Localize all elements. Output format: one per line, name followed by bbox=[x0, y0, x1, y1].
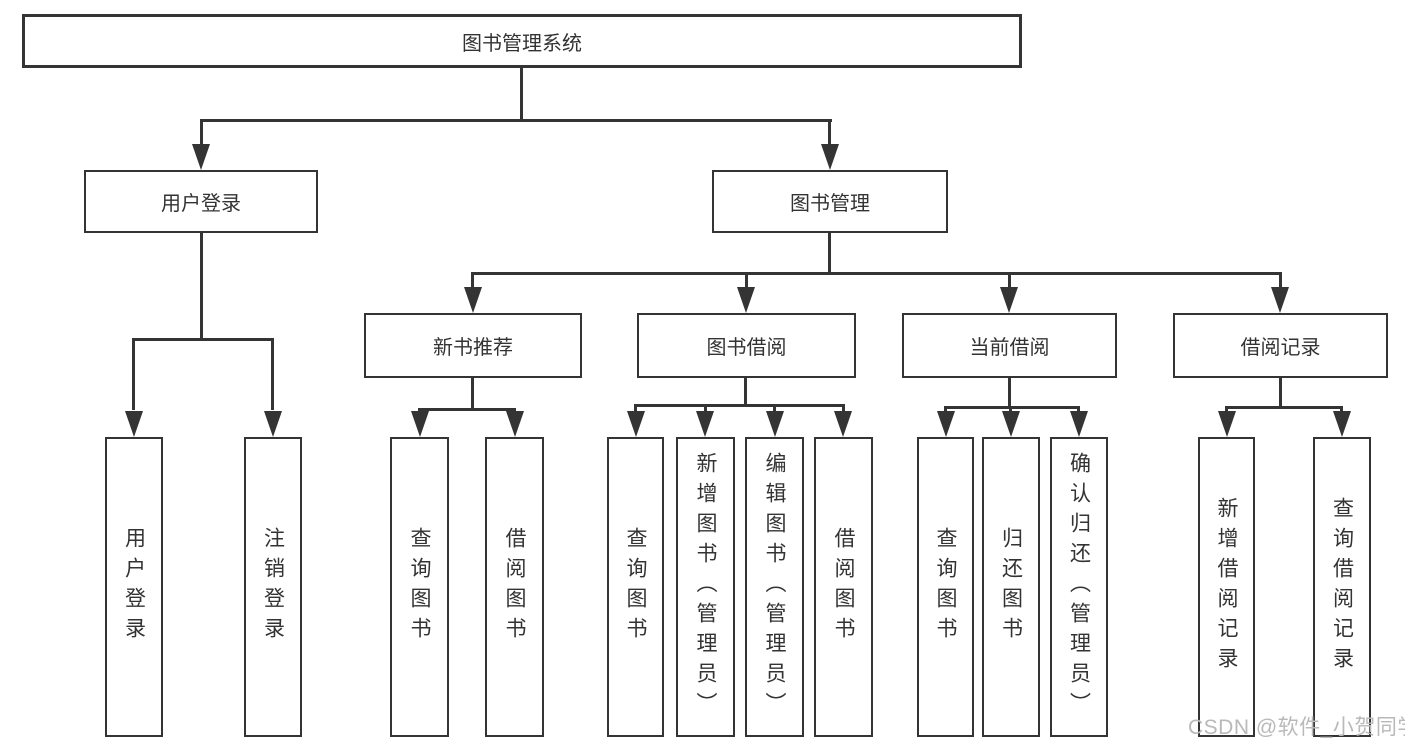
leaf-user-login-label: 用户登录 bbox=[122, 527, 146, 647]
arrow-down-icon bbox=[821, 144, 839, 170]
arrow-down-icon bbox=[192, 144, 210, 170]
connector-root-drop-mgmt bbox=[828, 119, 831, 149]
node-user-login: 用户登录 bbox=[84, 170, 318, 233]
leaf-record-add: 新增借阅记录 bbox=[1198, 437, 1255, 737]
connector-root-stem bbox=[520, 68, 523, 119]
connector-borrow-drop-4 bbox=[842, 404, 845, 416]
leaf-newbook-query-label: 查询图书 bbox=[408, 527, 431, 647]
leaf-newbook-query: 查询图书 bbox=[390, 437, 449, 737]
node-new-book-recommend: 新书推荐 bbox=[364, 313, 582, 378]
leaf-borrow-add-admin-label: 新增图书（管理员） bbox=[694, 452, 717, 722]
connector-borrow-drop-2 bbox=[704, 404, 707, 416]
arrow-down-icon bbox=[627, 411, 645, 437]
leaf-logout: 注销登录 bbox=[244, 437, 302, 737]
node-book-borrow: 图书借阅 bbox=[637, 313, 856, 378]
arrow-down-icon bbox=[1070, 411, 1088, 437]
node-book-mgmt: 图书管理 bbox=[712, 170, 948, 233]
connector-login-drop-1 bbox=[132, 338, 135, 410]
connector-newbook-stem bbox=[471, 378, 474, 408]
node-library-system: 图书管理系统 bbox=[22, 14, 1022, 68]
connector-login-hbar bbox=[132, 338, 274, 341]
leaf-newbook-borrow: 借阅图书 bbox=[485, 437, 544, 737]
arrow-down-icon bbox=[834, 411, 852, 437]
connector-record-stem bbox=[1279, 378, 1282, 406]
connector-mgmt-drop-borrow bbox=[745, 272, 748, 290]
connector-mgmt-hbar bbox=[471, 272, 1282, 275]
connector-borrow-drop-1 bbox=[634, 404, 637, 416]
arrow-down-icon bbox=[1271, 287, 1289, 313]
leaf-current-query-label: 查询图书 bbox=[934, 527, 957, 647]
leaf-current-return: 归还图书 bbox=[982, 437, 1040, 737]
leaf-borrow-add-admin: 新增图书（管理员） bbox=[676, 437, 735, 737]
node-current-borrow-label: 当前借阅 bbox=[969, 337, 1050, 359]
connector-mgmt-drop-newbook bbox=[471, 272, 474, 290]
leaf-current-confirm-admin: 确认归还（管理员） bbox=[1050, 437, 1108, 737]
node-borrow-record-label: 借阅记录 bbox=[1240, 337, 1321, 359]
node-user-login-label: 用户登录 bbox=[161, 193, 241, 215]
node-current-borrow: 当前借阅 bbox=[902, 313, 1117, 378]
connector-record-hbar bbox=[1225, 406, 1343, 409]
leaf-borrow-edit-admin: 编辑图书（管理员） bbox=[745, 437, 804, 737]
node-borrow-record: 借阅记录 bbox=[1173, 313, 1388, 378]
connector-root-hbar bbox=[200, 119, 832, 122]
leaf-borrow-query: 查询图书 bbox=[607, 437, 664, 737]
leaf-borrow-edit-admin-label: 编辑图书（管理员） bbox=[763, 452, 786, 722]
connector-login-drop-2 bbox=[271, 338, 274, 410]
arrow-down-icon bbox=[506, 411, 524, 437]
connector-mgmt-drop-record bbox=[1279, 272, 1282, 290]
node-book-mgmt-label: 图书管理 bbox=[790, 193, 870, 215]
arrow-down-icon bbox=[1218, 411, 1236, 437]
arrow-down-icon bbox=[766, 411, 784, 437]
leaf-record-query-label: 查询借阅记录 bbox=[1330, 497, 1354, 677]
node-new-book-recommend-label: 新书推荐 bbox=[433, 337, 513, 359]
connector-current-stem bbox=[1008, 378, 1011, 406]
leaf-logout-label: 注销登录 bbox=[261, 527, 285, 647]
leaf-record-add-label: 新增借阅记录 bbox=[1215, 497, 1238, 677]
leaf-borrow-book: 借阅图书 bbox=[814, 437, 873, 737]
leaf-current-return-label: 归还图书 bbox=[999, 527, 1023, 647]
connector-borrow-stem bbox=[744, 378, 747, 404]
leaf-current-confirm-admin-label: 确认归还（管理员） bbox=[1067, 452, 1091, 722]
connector-root-drop-login bbox=[200, 119, 203, 149]
connector-current-hbar bbox=[944, 406, 1080, 409]
arrow-down-icon bbox=[264, 411, 282, 437]
arrow-down-icon bbox=[1000, 287, 1018, 313]
leaf-record-query: 查询借阅记录 bbox=[1313, 437, 1371, 737]
arrow-down-icon bbox=[1333, 411, 1351, 437]
leaf-borrow-query-label: 查询图书 bbox=[624, 527, 647, 647]
leaf-current-query: 查询图书 bbox=[917, 437, 974, 737]
node-book-borrow-label: 图书借阅 bbox=[706, 337, 787, 359]
leaf-newbook-borrow-label: 借阅图书 bbox=[503, 527, 526, 647]
connector-mgmt-drop-current bbox=[1008, 272, 1011, 290]
arrow-down-icon bbox=[696, 411, 714, 437]
arrow-down-icon bbox=[125, 411, 143, 437]
watermark: CSDN @软件_小贺同学 bbox=[1188, 716, 1405, 739]
connector-mgmt-stem bbox=[828, 233, 831, 272]
leaf-user-login: 用户登录 bbox=[105, 437, 163, 737]
arrow-down-icon bbox=[737, 287, 755, 313]
connector-newbook-hbar bbox=[418, 408, 516, 411]
arrow-down-icon bbox=[464, 287, 482, 313]
leaf-borrow-book-label: 借阅图书 bbox=[832, 527, 855, 647]
connector-borrow-drop-3 bbox=[773, 404, 776, 416]
connector-borrow-hbar bbox=[634, 404, 845, 407]
arrow-down-icon bbox=[937, 411, 955, 437]
connector-login-stem bbox=[200, 233, 203, 338]
arrow-down-icon bbox=[1002, 411, 1020, 437]
node-library-system-label: 图书管理系统 bbox=[462, 32, 582, 55]
arrow-down-icon bbox=[411, 411, 429, 437]
